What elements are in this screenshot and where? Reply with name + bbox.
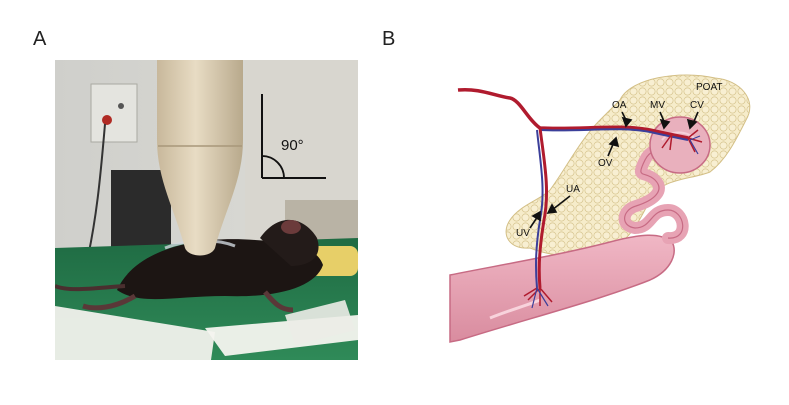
arrow-ov-head bbox=[608, 136, 620, 148]
outlet-plug bbox=[102, 115, 112, 125]
photo-scene: 90° bbox=[55, 60, 358, 360]
label-uv: UV bbox=[516, 228, 530, 239]
ultrasound-photo: 90° bbox=[55, 60, 358, 360]
oviduct-outline bbox=[624, 149, 684, 239]
angle-arc bbox=[261, 155, 285, 179]
label-mv: MV bbox=[650, 100, 665, 111]
label-oa: OA bbox=[612, 100, 627, 111]
nose-cone bbox=[310, 246, 358, 276]
mouse-tail bbox=[55, 284, 126, 292]
label-cv: CV bbox=[690, 100, 704, 111]
ultrasound-probe bbox=[157, 60, 243, 256]
label-poat: POAT bbox=[696, 82, 722, 93]
tape-strip bbox=[285, 300, 355, 345]
ovary-arterial-branches bbox=[661, 129, 703, 153]
panel-label-a: A bbox=[33, 28, 47, 50]
mouse-ear bbox=[281, 220, 301, 234]
mouse-body bbox=[117, 239, 323, 300]
arrow-ua bbox=[551, 195, 571, 211]
uterine-vasculature-diagram: POAT OA MV CV OV UA UV bbox=[440, 60, 770, 360]
mouse-leg bbox=[263, 290, 294, 313]
uterine-highlight bbox=[489, 298, 541, 320]
uterine-artery bbox=[537, 127, 549, 289]
arrow-mv-head bbox=[659, 118, 671, 130]
arrow-uv-head bbox=[531, 210, 541, 222]
angle-label: 90° bbox=[281, 137, 304, 154]
mouse-leg bbox=[82, 293, 137, 311]
tape-strip bbox=[55, 306, 215, 360]
label-ua: UA bbox=[566, 184, 580, 195]
uterine-venous-branches bbox=[531, 287, 549, 309]
uterine-arterial-branches bbox=[523, 287, 553, 306]
diagram-svg: POAT OA MV CV OV UA UV bbox=[449, 74, 751, 343]
ovarian-artery bbox=[457, 87, 689, 140]
ovary bbox=[649, 116, 711, 174]
mouse-head bbox=[260, 219, 319, 266]
ovary-highlight bbox=[661, 131, 697, 141]
wall-outlet bbox=[90, 83, 138, 143]
ovarian-vein bbox=[539, 128, 689, 141]
panel-label-b: B bbox=[382, 28, 396, 50]
ovary-venous-branches bbox=[689, 135, 701, 155]
uterine-horn bbox=[449, 234, 675, 343]
outlet-socket bbox=[118, 103, 124, 109]
label-ov: OV bbox=[598, 158, 613, 169]
arrow-cv-head bbox=[686, 118, 698, 130]
arrow-oa-head bbox=[621, 116, 633, 128]
arrow-ua-head bbox=[546, 203, 558, 214]
